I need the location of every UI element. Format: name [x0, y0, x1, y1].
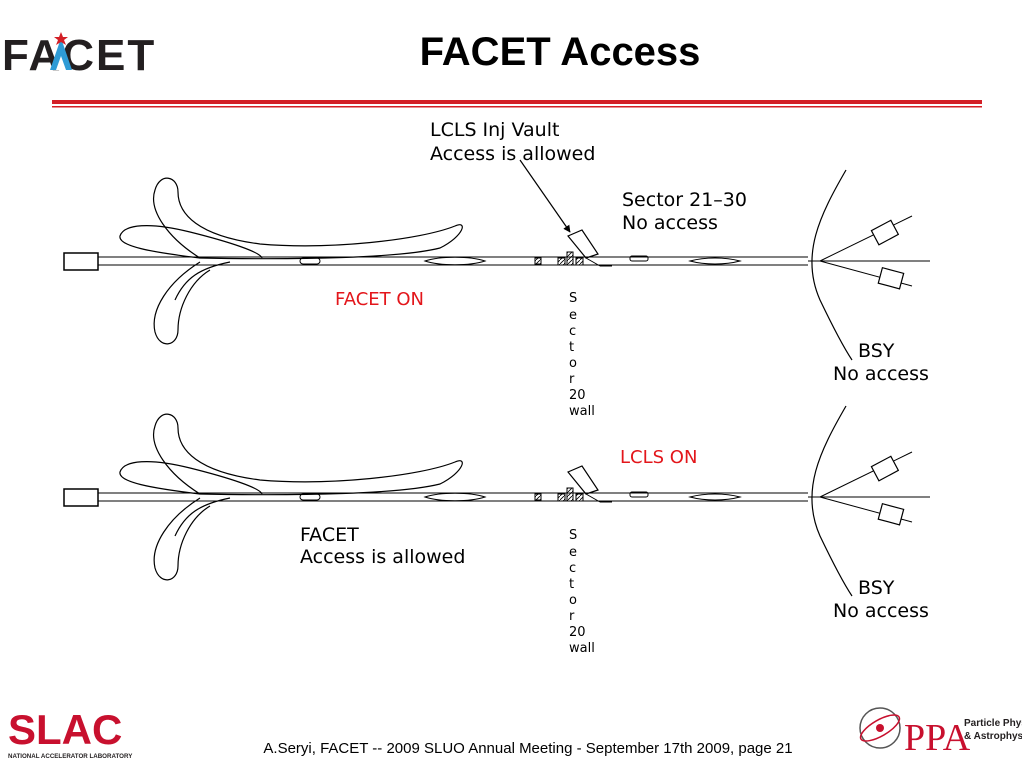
lcls-on-label: LCLS ON [620, 447, 697, 468]
page-title: FACET Access [419, 30, 701, 74]
ppa-line2: & Astrophysics [964, 731, 1022, 742]
svg-text:wall: wall [569, 404, 595, 419]
svg-text:20: 20 [569, 625, 586, 640]
svg-text:e: e [569, 545, 577, 560]
ppa-line1: Particle Physics [964, 718, 1022, 729]
svg-text:o: o [569, 593, 577, 608]
bsy-label-top-line1: BSY [858, 340, 895, 362]
svg-text:r: r [569, 609, 575, 624]
svg-text:wall: wall [569, 641, 595, 656]
svg-text:S: S [569, 528, 577, 543]
beamline-top-panel [63, 159, 931, 361]
svg-text:c: c [569, 324, 576, 339]
sector-label-line2: No access [622, 212, 718, 234]
sector-wall-label-top: S e c t o r 20 wall [569, 291, 595, 419]
sector-label-line1: Sector 21–30 [622, 189, 747, 211]
svg-text:o: o [569, 356, 577, 371]
facet-logo-a-icon [50, 38, 72, 70]
facet-access-line2: Access is allowed [300, 546, 465, 568]
ppa-logo: PPA Particle Physics & Astrophysics [859, 707, 1022, 759]
beamline-bottom-panel [63, 405, 931, 597]
star-icon [54, 32, 68, 45]
facet-on-label: FACET ON [335, 289, 424, 310]
facet-logo-text: FACET [2, 31, 156, 80]
title-divider [52, 100, 982, 108]
vault-label-line2: Access is allowed [430, 143, 595, 165]
orbit-icon [859, 707, 901, 749]
svg-text:r: r [569, 372, 575, 387]
svg-text:t: t [569, 577, 574, 592]
facet-logo: FACET [2, 31, 156, 80]
svg-text:20: 20 [569, 388, 586, 403]
footer-citation: A.Seryi, FACET -- 2009 SLUO Annual Meeti… [263, 740, 793, 757]
svg-text:t: t [569, 340, 574, 355]
svg-text:c: c [569, 561, 576, 576]
bsy-label-top-line2: No access [833, 363, 929, 385]
vault-label-line1: LCLS Inj Vault [430, 119, 559, 141]
callout-arrow [519, 159, 571, 233]
svg-text:e: e [569, 308, 577, 323]
ppa-logo-text: PPA [904, 717, 971, 759]
bsy-label-bottom-line1: BSY [858, 577, 895, 599]
svg-text:S: S [569, 291, 577, 306]
slac-logo-text: SLAC [8, 706, 122, 753]
slac-logo: SLAC NATIONAL ACCELERATOR LABORATORY [8, 706, 133, 760]
facet-access-line1: FACET [300, 524, 359, 546]
sector-wall-label-bottom: S e c t o r 20 wall [569, 528, 595, 656]
bsy-label-bottom-line2: No access [833, 600, 929, 622]
slac-tagline: NATIONAL ACCELERATOR LABORATORY [8, 753, 133, 760]
access-diagram: LCLS Inj Vault Access is allowed Sector … [63, 119, 931, 656]
